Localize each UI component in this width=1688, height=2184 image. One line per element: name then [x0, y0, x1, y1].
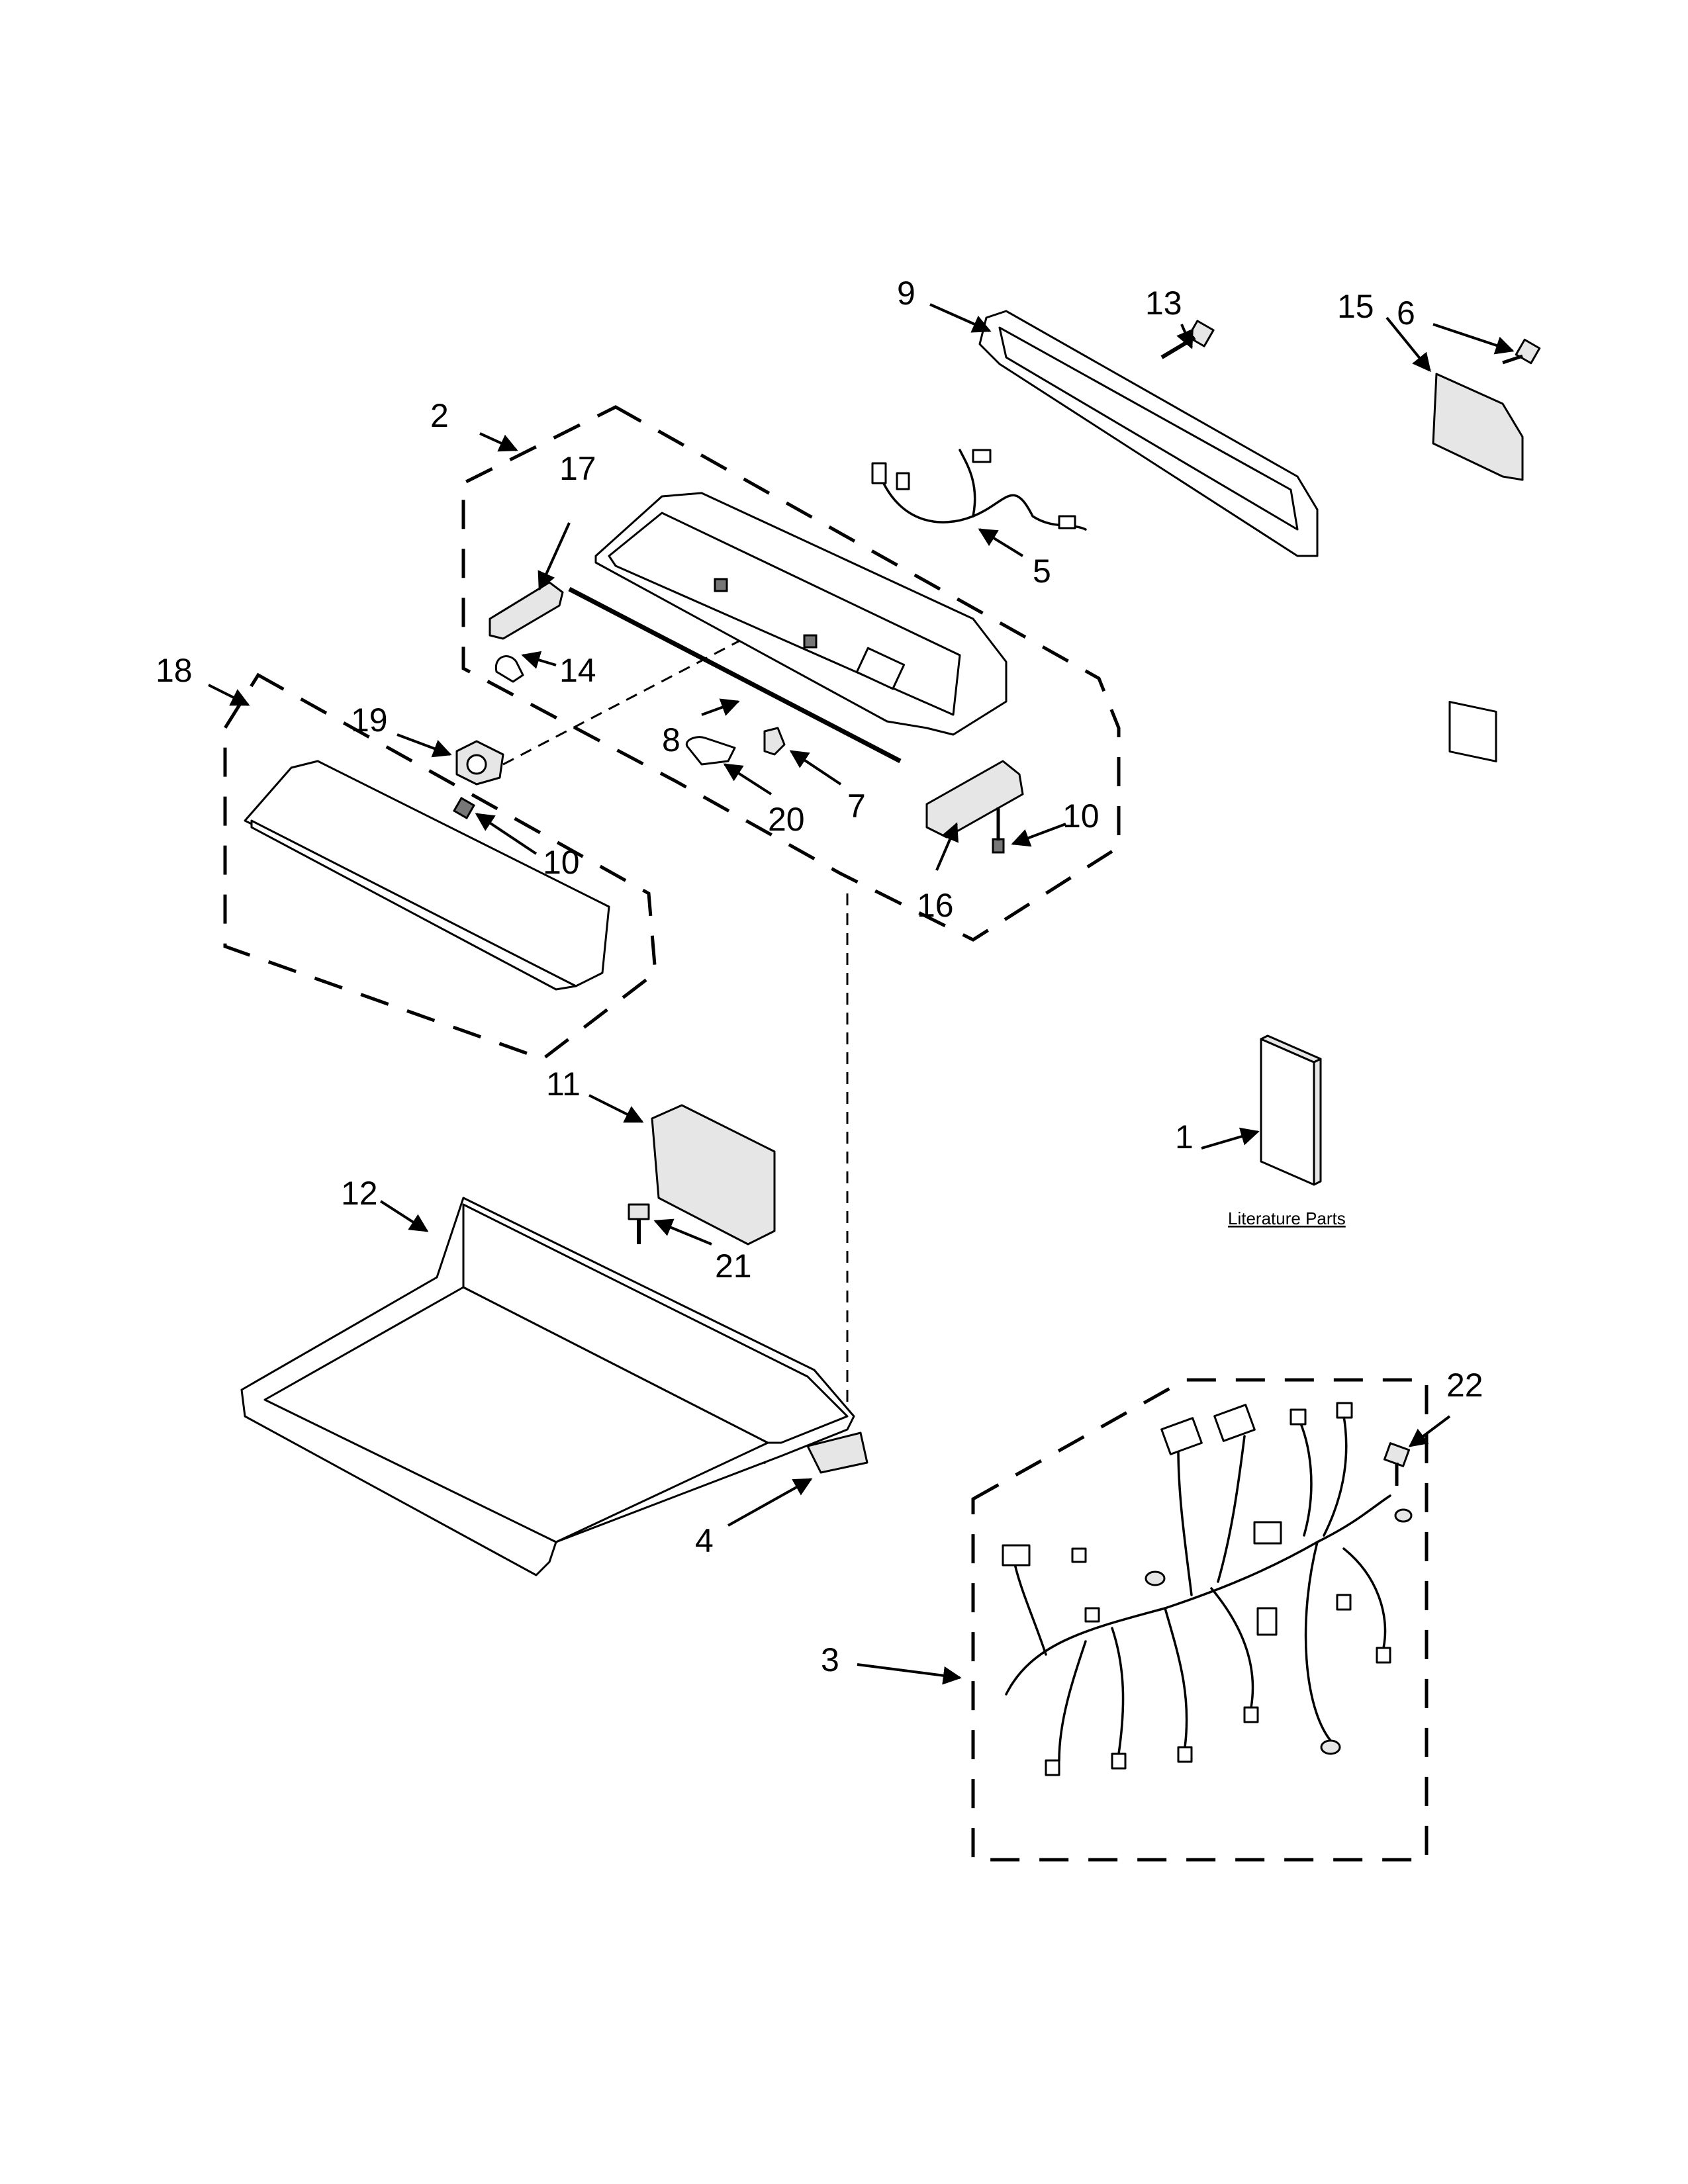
callout-16: 16: [917, 887, 954, 924]
part-14-clip: [494, 655, 524, 683]
part-12-top-panel: [240, 1197, 855, 1576]
callout-22: 22: [1446, 1367, 1483, 1404]
part-10-screw-left: [452, 796, 476, 820]
callout-19: 19: [351, 702, 388, 739]
callout-10-right: 10: [1062, 797, 1100, 835]
callout-12: 12: [341, 1175, 378, 1212]
console-trim-boundary: [223, 672, 657, 1061]
part-6-screw: [1502, 338, 1541, 365]
wire-harness-boundary: [971, 1378, 1429, 1862]
part-8-strip: [568, 586, 902, 764]
console-housing: [594, 492, 1008, 736]
callout-1: 1: [1175, 1118, 1194, 1156]
callout-20: 21: [715, 1248, 752, 1285]
part-7-clip: [763, 727, 786, 756]
callout-13: 13: [1145, 285, 1182, 322]
part-4-label: [806, 1432, 868, 1474]
callout-6: 6: [1397, 295, 1415, 332]
callout-15: 15: [1337, 288, 1374, 325]
callout-2: 2: [430, 397, 449, 434]
callout-14: 14: [559, 652, 596, 689]
console-assembly-boundary: [461, 405, 1121, 942]
part-16-bracket: [925, 760, 1024, 839]
callout-4: 4: [695, 1522, 714, 1559]
callout-5: 5: [1033, 553, 1051, 590]
part-22-screw: [1383, 1442, 1411, 1486]
callout-10-left: 10: [543, 844, 580, 881]
callout-8: 8: [662, 721, 680, 758]
part-21-screw: [686, 736, 736, 766]
callout-3: 3: [821, 1641, 839, 1678]
part-5-wire-assembly: [871, 449, 1087, 531]
callout-17: 17: [559, 450, 596, 487]
alignment-line-diagonal: [502, 611, 795, 766]
part-9-rear-trim: [978, 310, 1319, 557]
callout-7: 7: [847, 788, 866, 825]
part-10-screw-right: [992, 807, 1005, 854]
part-20-screw: [628, 1203, 650, 1244]
part-18-console-trim: [244, 760, 610, 991]
part-17-latch: [489, 581, 564, 640]
callout-9: 9: [897, 275, 915, 312]
literature-parts-label: Literature Parts: [1228, 1208, 1346, 1228]
part-3-wire-harness: [1002, 1402, 1413, 1776]
part-19-knob: [455, 740, 504, 786]
callout-21: 20: [768, 801, 805, 838]
part-1-literature-book: [1260, 1034, 1322, 1186]
callout-11: 11: [546, 1066, 581, 1103]
callout-18: 18: [156, 652, 193, 689]
part-15-bracket: [1432, 373, 1524, 762]
leader-lines: [208, 303, 1515, 1685]
